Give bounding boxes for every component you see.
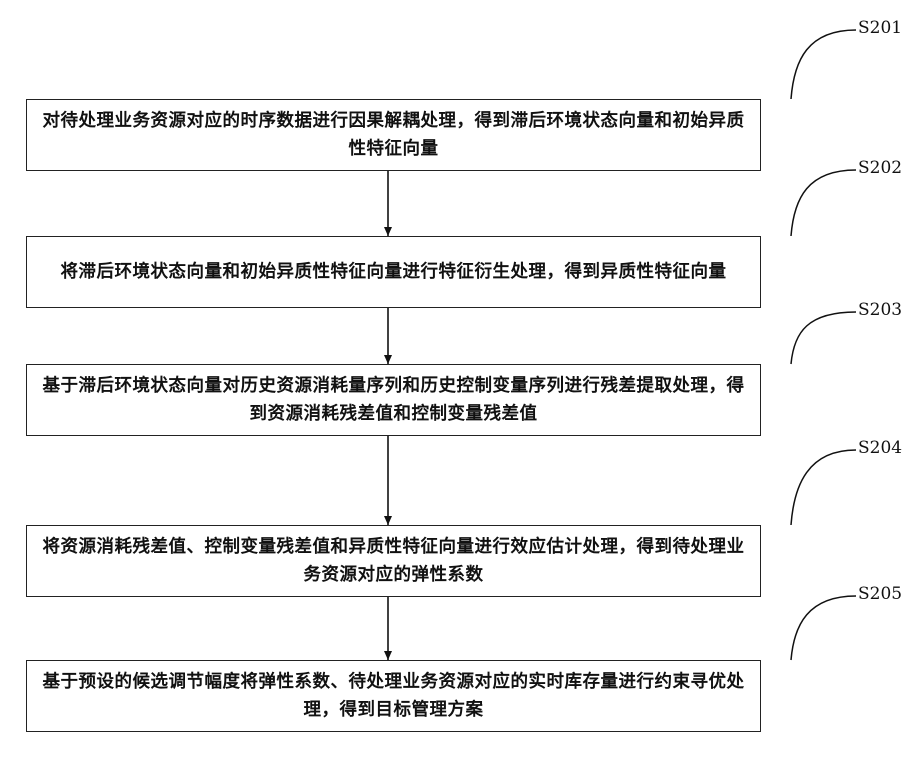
step-text-s205: 基于预设的候选调节幅度将弹性系数、待处理业务资源对应的实时库存量进行约束寻优处理… xyxy=(27,668,760,724)
label-leader-2 xyxy=(791,170,856,236)
step-text-s202: 将滞后环境状态向量和初始异质性特征向量进行特征衍生处理，得到异质性特征向量 xyxy=(51,258,737,286)
step-label-s201: S201 xyxy=(858,18,902,38)
label-leader-4 xyxy=(791,450,856,525)
label-leader-3 xyxy=(791,312,856,364)
label-leader-5 xyxy=(791,596,856,660)
step-box-s203: 基于滞后环境状态向量对历史资源消耗量序列和历史控制变量序列进行残差提取处理，得到… xyxy=(26,364,761,436)
step-box-s204: 将资源消耗残差值、控制变量残差值和异质性特征向量进行效应估计处理，得到待处理业务… xyxy=(26,525,761,597)
step-label-s204: S204 xyxy=(858,438,902,458)
step-text-s203: 基于滞后环境状态向量对历史资源消耗量序列和历史控制变量序列进行残差提取处理，得到… xyxy=(27,372,760,428)
label-leader-1 xyxy=(791,30,856,99)
step-box-s201: 对待处理业务资源对应的时序数据进行因果解耦处理，得到滞后环境状态向量和初始异质性… xyxy=(26,99,761,171)
step-box-s202: 将滞后环境状态向量和初始异质性特征向量进行特征衍生处理，得到异质性特征向量 xyxy=(26,236,761,308)
step-text-s204: 将资源消耗残差值、控制变量残差值和异质性特征向量进行效应估计处理，得到待处理业务… xyxy=(27,533,760,589)
step-label-s203: S203 xyxy=(858,300,902,320)
step-label-s205: S205 xyxy=(858,584,902,604)
step-label-s202: S202 xyxy=(858,158,902,178)
step-text-s201: 对待处理业务资源对应的时序数据进行因果解耦处理，得到滞后环境状态向量和初始异质性… xyxy=(27,107,760,163)
step-box-s205: 基于预设的候选调节幅度将弹性系数、待处理业务资源对应的实时库存量进行约束寻优处理… xyxy=(26,660,761,732)
